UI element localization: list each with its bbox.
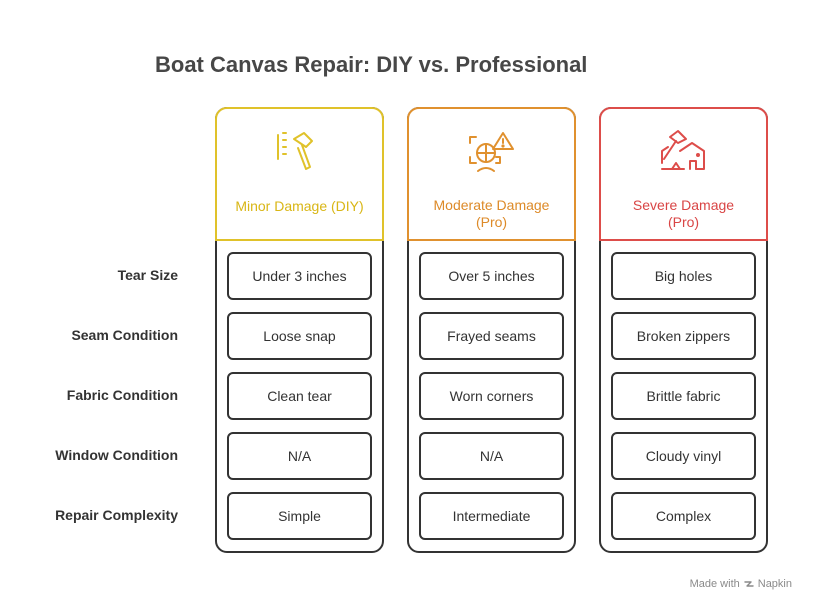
cell-minor-repair-complexity: Simple (227, 492, 372, 540)
cell-minor-fabric-condition: Clean tear (227, 372, 372, 420)
cell-severe-fabric-condition: Brittle fabric (611, 372, 756, 420)
broken-house-icon (661, 130, 705, 170)
page-title: Boat Canvas Repair: DIY vs. Professional (155, 52, 588, 77)
cell-severe-repair-complexity: Complex (611, 492, 756, 540)
cell-severe-seam-condition: Broken zippers (611, 312, 756, 360)
cell-minor-window-condition: N/A (227, 432, 372, 480)
napkin-logo-icon (744, 581, 754, 587)
row-label-window-condition: Window Condition (55, 447, 178, 463)
column-moderate-damage: Moderate Damage (Pro) Over 5 inches Fray… (407, 107, 576, 553)
cell-moderate-window-condition: N/A (419, 432, 564, 480)
napkin-brand-label: Napkin (757, 578, 792, 590)
cell-minor-tear-size: Under 3 inches (227, 252, 372, 300)
cell-moderate-repair-complexity: Intermediate (419, 492, 564, 540)
cell-severe-tear-size: Big holes (611, 252, 756, 300)
cell-moderate-tear-size: Over 5 inches (419, 252, 564, 300)
cell-moderate-seam-condition: Frayed seams (419, 312, 564, 360)
damage-warning-icon (469, 132, 514, 172)
cell-severe-window-condition: Cloudy vinyl (611, 432, 756, 480)
row-label-fabric-condition: Fabric Condition (66, 387, 178, 403)
column-header-minor-damage: Minor Damage (DIY) (215, 107, 384, 241)
row-label-repair-complexity: Repair Complexity (55, 507, 178, 523)
napkin-watermark[interactable]: Made with Napkin (690, 578, 792, 590)
column-title-minor-damage: Minor Damage (DIY) (235, 198, 364, 214)
row-label-tear-size: Tear Size (117, 267, 178, 283)
row-label-seam-condition: Seam Condition (71, 327, 178, 343)
cell-moderate-fabric-condition: Worn corners (419, 372, 564, 420)
column-title-moderate-damage: Moderate Damage (Pro) (433, 197, 550, 230)
made-with-label: Made with (689, 578, 740, 590)
column-severe-damage: Severe Damage (Pro) Big holes Broken zip… (599, 107, 768, 553)
column-minor-damage: Minor Damage (DIY) Under 3 inches Loose … (215, 107, 384, 553)
column-header-severe-damage: Severe Damage (Pro) (599, 107, 768, 241)
cell-minor-seam-condition: Loose snap (227, 312, 372, 360)
hammer-icon (277, 132, 313, 170)
column-header-moderate-damage: Moderate Damage (Pro) (407, 107, 576, 241)
column-title-severe-damage: Severe Damage (Pro) (632, 197, 735, 230)
